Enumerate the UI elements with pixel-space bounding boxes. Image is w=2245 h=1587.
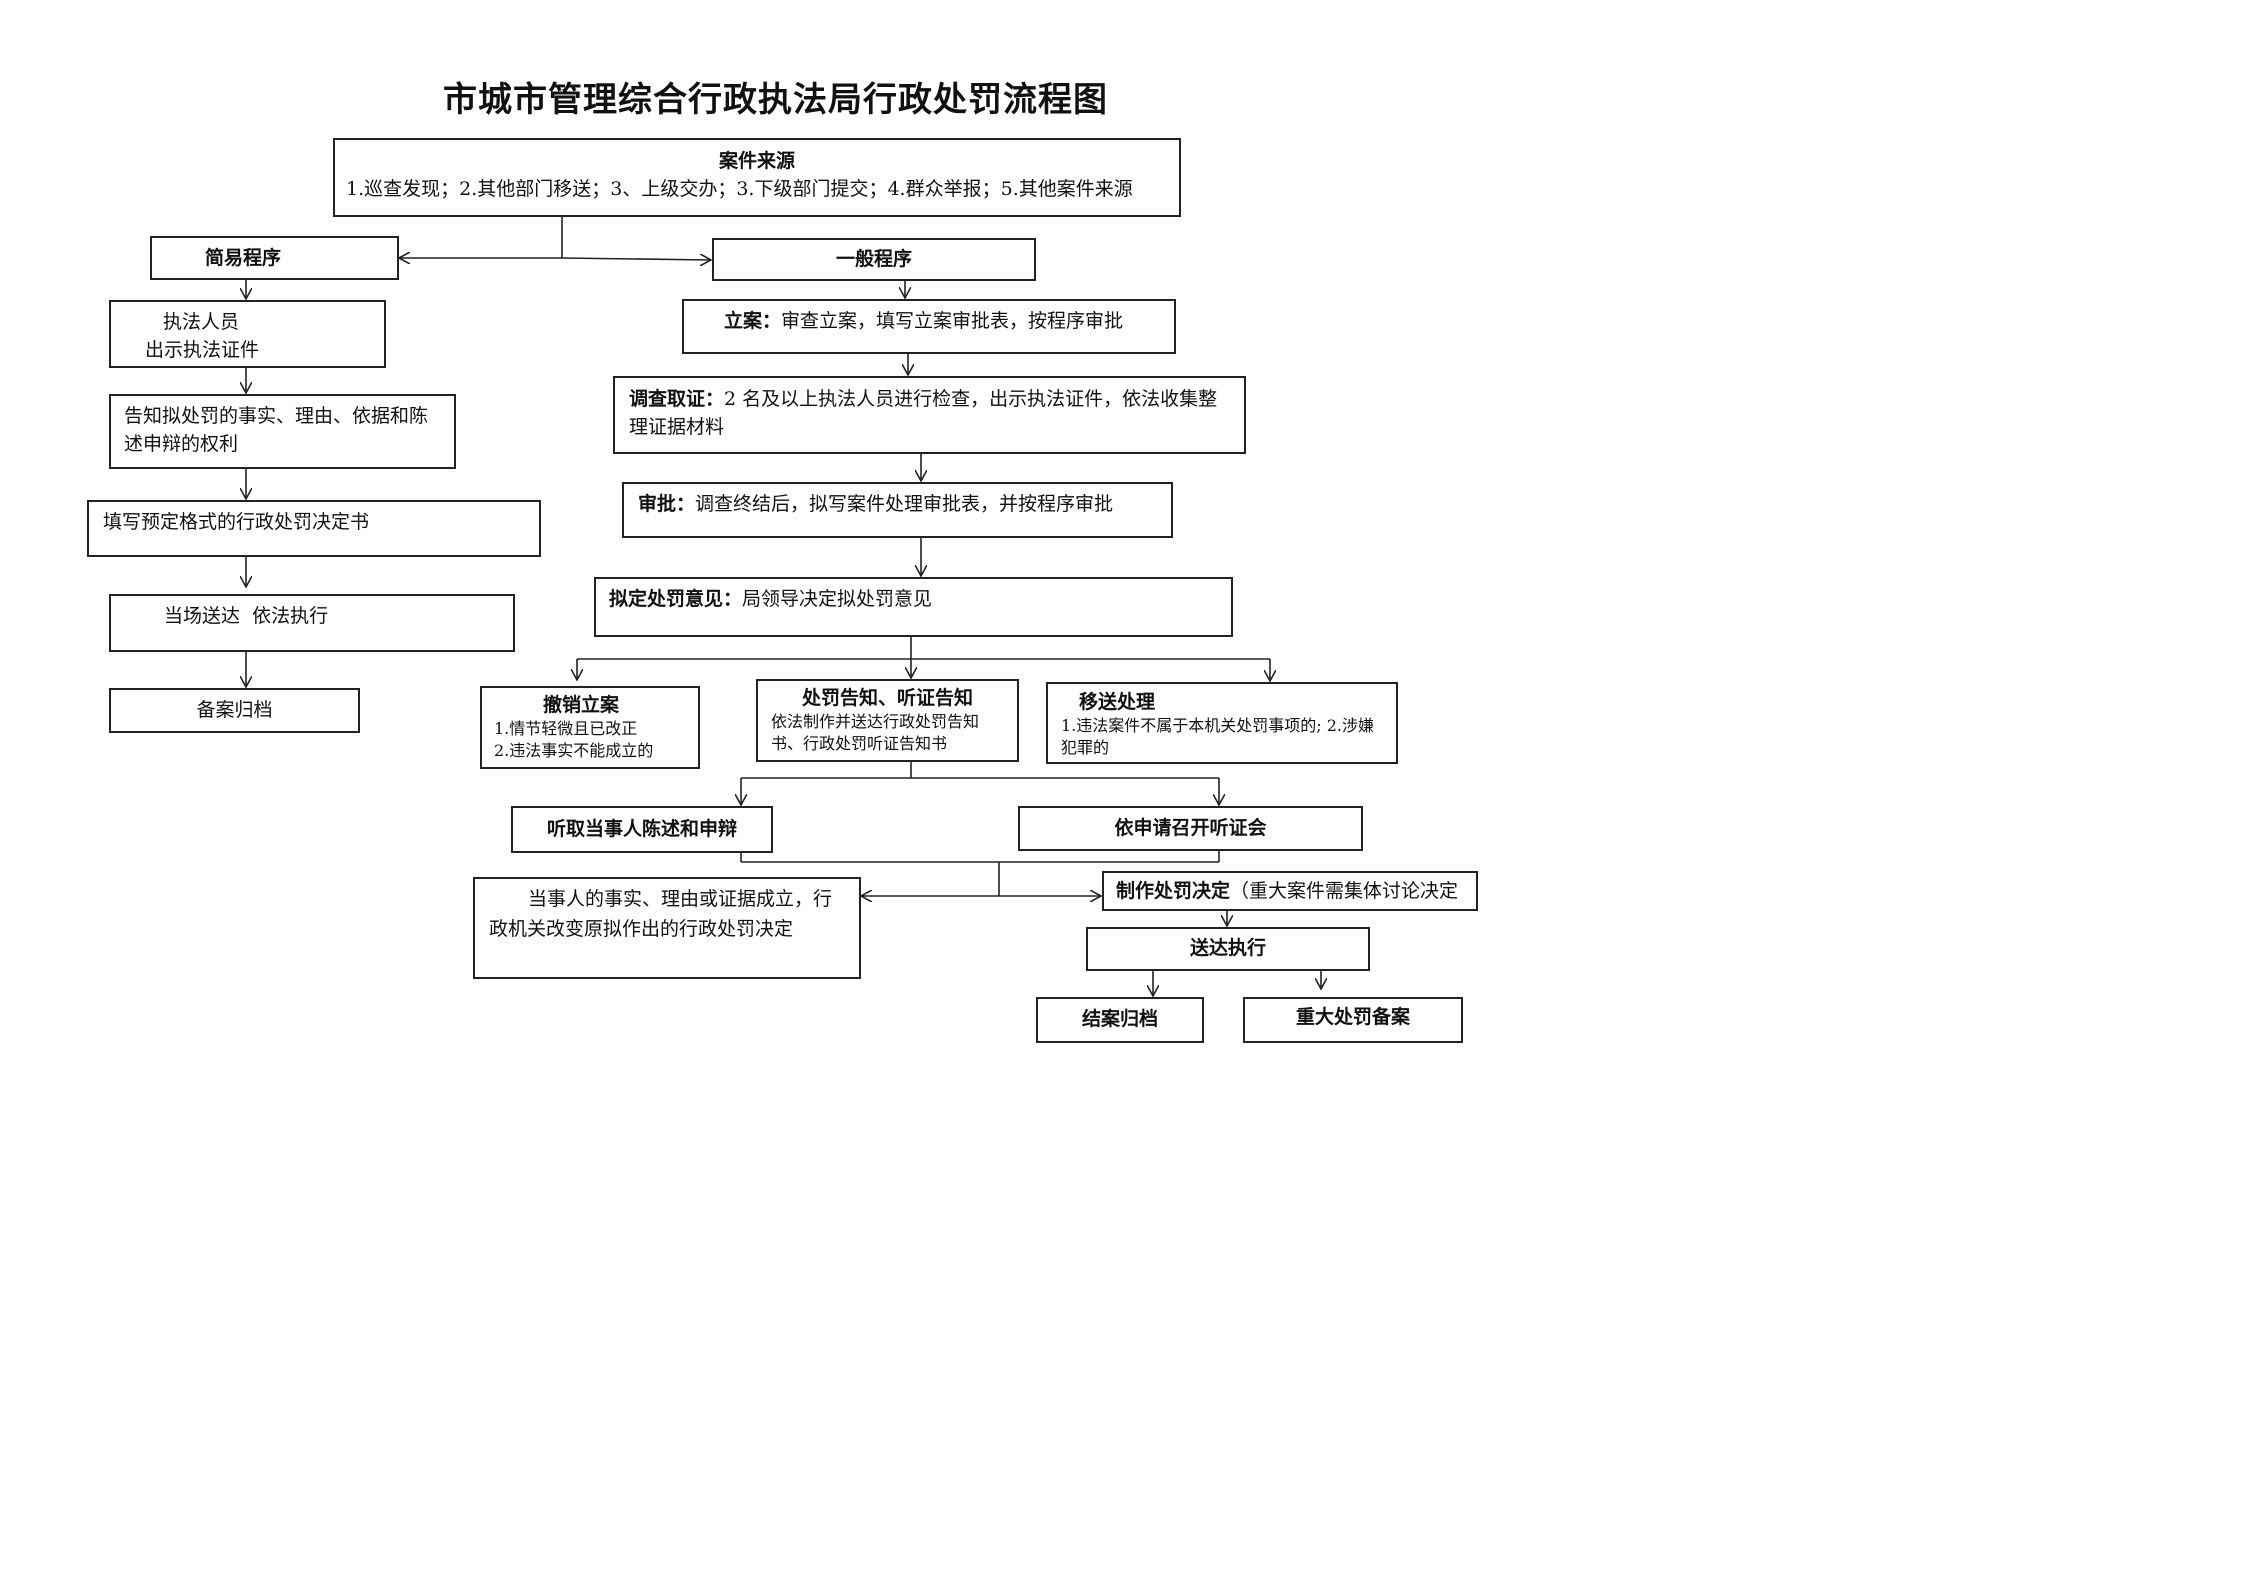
- general-step-penalty-opinion: [594, 577, 1233, 637]
- simple-step-show-credentials: [109, 300, 386, 368]
- major-text: 重大处罚备案: [1295, 1006, 1410, 1028]
- simple-step-archive: [109, 688, 360, 733]
- simple-step1-line2: 出示执法证件: [145, 339, 260, 361]
- opinion-text: 拟定处罚意见：局领导决定拟处罚意见: [609, 585, 932, 614]
- change-decision-box: [473, 877, 861, 979]
- general-procedure-box: [712, 238, 1036, 281]
- case-source-box: [333, 138, 1181, 217]
- general-step-approval: [622, 482, 1173, 538]
- transfer-line-2: 犯罪的: [1061, 738, 1110, 757]
- simple-procedure-heading: 简易程序: [205, 247, 282, 269]
- change-line-1: 当事人的事实、理由或证据成立，行: [528, 888, 833, 910]
- simple-step3-text: 填写预定格式的行政处罚决定书: [103, 511, 370, 533]
- major-penalty-filing-box: [1243, 997, 1463, 1043]
- simple-step4-text: 当场送达 依法执行: [164, 605, 329, 627]
- simple-step2-line1: 告知拟处罚的事实、理由、依据和陈: [124, 405, 429, 427]
- simple-step1-line1: 执法人员: [163, 311, 240, 333]
- opinion-label: 拟定处罚意见：: [609, 588, 743, 610]
- transfer-line-1: 1.违法案件不属于本机关处罚事项的; 2.涉嫌: [1061, 716, 1375, 735]
- approval-text: 审批：调查终结后，拟写案件处理审批表，并按程序审批: [638, 490, 1113, 519]
- make-decision-text: 制作处罚决定（重大案件需集体讨论决定: [1116, 877, 1458, 906]
- case-source-text: 1.巡查发现；2.其他部门移送；3、上级交办；3.下级部门提交；4.群众举报；5…: [346, 178, 1133, 200]
- revoke-item-2: 2.违法事实不能成立的: [494, 741, 654, 760]
- general-filing-text: 立案：审查立案，填写立案审批表，按程序审批: [724, 307, 1123, 336]
- filing-label: 立案：: [724, 310, 782, 332]
- general-step-investigation: [613, 376, 1246, 454]
- arrow-to-general-procedure: [561, 258, 711, 260]
- simple-step5-text: 备案归档: [196, 699, 273, 721]
- revoke-case-box: [480, 686, 700, 769]
- case-source-heading: 案件来源: [718, 150, 795, 172]
- hearing-text: 依申请召开听证会: [1114, 817, 1267, 839]
- flow-connectors: [0, 216, 1551, 1097]
- statement-defense-box: [511, 806, 773, 853]
- simple-step2-line2: 述申辩的权利: [124, 433, 239, 455]
- statement-text: 听取当事人陈述和申辩: [546, 818, 737, 840]
- deliver-execute-box: [1086, 927, 1370, 971]
- page-title: 市城市管理综合行政执法局行政处罚流程图: [443, 80, 1108, 120]
- notice-line-2: 书、行政处罚听证告知书: [771, 734, 948, 753]
- make-decision-box: [1102, 871, 1478, 911]
- penalty-notice-box: [756, 679, 1019, 762]
- close-text: 结案归档: [1081, 1008, 1158, 1030]
- investigation-line2: 理证据材料: [629, 416, 725, 438]
- general-step-filing: [682, 299, 1176, 354]
- approval-label: 审批：: [638, 493, 696, 515]
- simple-step-deliver-execute: [109, 594, 515, 652]
- change-line-2: 政机关改变原拟作出的行政处罚决定: [489, 918, 794, 940]
- decision-label: 制作处罚决定: [1116, 880, 1231, 902]
- close-archive-box: [1036, 997, 1204, 1043]
- transfer-heading: 移送处理: [1079, 691, 1156, 713]
- decision-note: （重大案件需集体讨论决定: [1230, 880, 1459, 902]
- hearing-box: [1018, 806, 1363, 851]
- simple-step-inform-rights: [109, 394, 456, 469]
- general-procedure-heading: 一般程序: [835, 248, 912, 270]
- simple-step-fill-decision: [87, 500, 541, 557]
- investigation-label: 调查取证：: [629, 388, 725, 410]
- revoke-heading: 撤销立案: [543, 694, 620, 716]
- notice-heading: 处罚告知、听证告知: [801, 687, 973, 709]
- revoke-item-1: 1.情节轻微且已改正: [494, 719, 638, 738]
- simple-procedure-box: [150, 236, 399, 280]
- transfer-handling-box: [1046, 682, 1398, 764]
- notice-line-1: 依法制作并送达行政处罚告知: [771, 712, 980, 731]
- approval-desc: 调查终结后，拟写案件处理审批表，并按程序审批: [695, 493, 1114, 515]
- deliver-text: 送达执行: [1189, 937, 1266, 959]
- filing-desc: 审查立案，填写立案审批表，按程序审批: [781, 310, 1124, 332]
- investigation-desc: 2 名及以上执法人员进行检查，出示执法证件，依法收集整: [724, 388, 1218, 410]
- opinion-desc: 局领导决定拟处罚意见: [742, 588, 933, 610]
- investigation-line1: 调查取证：2 名及以上执法人员进行检查，出示执法证件，依法收集整: [629, 385, 1217, 414]
